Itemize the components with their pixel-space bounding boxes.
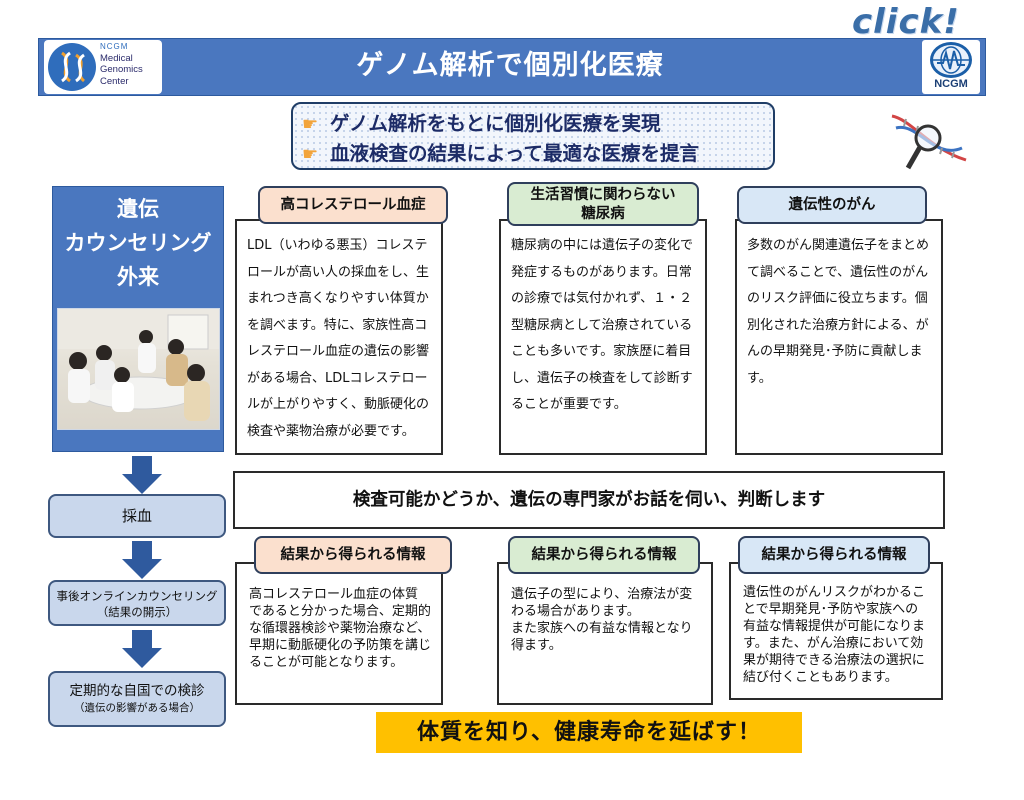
result-card-cancer: 遺伝性のがんリスクがわかることで早期発見･予防や家族への有益な情報提供が可能にな…: [729, 562, 943, 700]
slogan-banner: 体質を知り、健康寿命を延ばす！: [376, 712, 802, 753]
logo-line1: Medical: [100, 52, 133, 64]
card-text: 高コレステロール血症の体質であると分かった場合、定期的な循環器検診や薬物治療など…: [249, 587, 432, 670]
counseling-title-line: 遺伝: [117, 197, 159, 221]
step3-line2: （遺伝の影響がある場合）: [74, 702, 200, 714]
card-hereditary-cancer: 多数のがん関連遺伝子をまとめて調べることで、遺伝性のがんのリスク評価に役立ちます…: [735, 219, 943, 455]
header-bar: [38, 38, 986, 96]
counseling-title-line: 外来: [117, 265, 159, 289]
tag-hereditary-cancer: 遺伝性のがん: [737, 186, 927, 224]
dna-people-icon: [48, 43, 96, 91]
card-text: 遺伝子の型により、治療法が変わる場合があります。 また家族への有益な情報となり得…: [511, 587, 693, 653]
mgc-logo-text: NCGM Medical Genomics Center: [100, 41, 162, 87]
step-online-counseling: 事後オンラインカウンセリング （結果の開示）: [48, 580, 226, 626]
counseling-photo: [57, 308, 220, 430]
tag-cholesterol: 高コレステロール血症: [258, 186, 448, 224]
logo-ncgm: NCGM: [100, 42, 129, 51]
down-arrow-icon: [122, 630, 162, 668]
down-arrow-icon: [122, 456, 162, 494]
logo-line2: Genomics: [100, 64, 143, 75]
step-regular-checkup: 定期的な自国での検診 （遺伝の影響がある場合）: [48, 671, 226, 727]
subtitle-line-1: ☛ゲノム解析をもとに個別化医療を実現: [302, 112, 661, 135]
ncgm-globe-icon: [930, 42, 972, 78]
click-logo[interactable]: click!: [852, 2, 960, 42]
ncgm-label: NCGM: [934, 78, 968, 90]
page-title: ゲノム解析で個別化医療: [356, 50, 664, 81]
step3-line1: 定期的な自国での検診: [69, 683, 205, 699]
counseling-title-text: 遺伝カウンセリング外来: [52, 192, 224, 294]
card-text: LDL（いわゆる悪玉）コレステロールが高い人の採血をし、生まれつき高くなりやすい…: [247, 238, 430, 439]
result-card-diabetes: 遺伝子の型により、治療法が変わる場合があります。 また家族への有益な情報となり得…: [497, 562, 713, 705]
judgement-banner: 検査可能かどうか、遺伝の専門家がお話を伺い、判断します: [233, 471, 945, 529]
pointing-hand-icon: ☛: [302, 144, 319, 165]
tag-diabetes: 生活習慣に関わらない 糖尿病: [507, 182, 699, 226]
card-cholesterol: LDL（いわゆる悪玉）コレステロールが高い人の採血をし、生まれつき高くなりやすい…: [235, 219, 443, 455]
logo-line3: Center: [100, 75, 129, 87]
subtitle-box: [291, 102, 775, 170]
step2-line1: 事後オンラインカウンセリング: [56, 589, 218, 603]
result-card-cholesterol: 高コレステロール血症の体質であると分かった場合、定期的な循環器検診や薬物治療など…: [235, 562, 443, 705]
tag-result-cholesterol: 結果から得られる情報: [254, 536, 452, 574]
subtitle-line-2: ☛血液検査の結果によって最適な医療を提言: [302, 142, 699, 165]
step2-line2: （結果の開示）: [96, 605, 178, 619]
counseling-title: 遺伝カウンセリング外来: [52, 192, 224, 294]
card-text: 遺伝性のがんリスクがわかることで早期発見･予防や家族への有益な情報提供が可能にな…: [743, 585, 926, 685]
tag-result-cancer: 結果から得られる情報: [738, 536, 930, 574]
dna-magnifier-icon: [888, 108, 970, 176]
card-text: 多数のがん関連遺伝子をまとめて調べることで、遺伝性のがんのリスク評価に役立ちます…: [747, 238, 930, 386]
tag-result-diabetes: 結果から得られる情報: [508, 536, 700, 574]
card-text: 糖尿病の中には遺伝子の変化で発症するものがあります。日常の診療では気付かれず、１…: [511, 238, 694, 412]
counseling-title-line: カウンセリング: [64, 231, 212, 255]
step-blood-draw: 採血: [48, 494, 226, 538]
card-diabetes: 糖尿病の中には遺伝子の変化で発症するものがあります。日常の診療では気付かれず、１…: [499, 219, 707, 455]
down-arrow-icon: [122, 541, 162, 579]
pointing-hand-icon: ☛: [302, 114, 319, 135]
